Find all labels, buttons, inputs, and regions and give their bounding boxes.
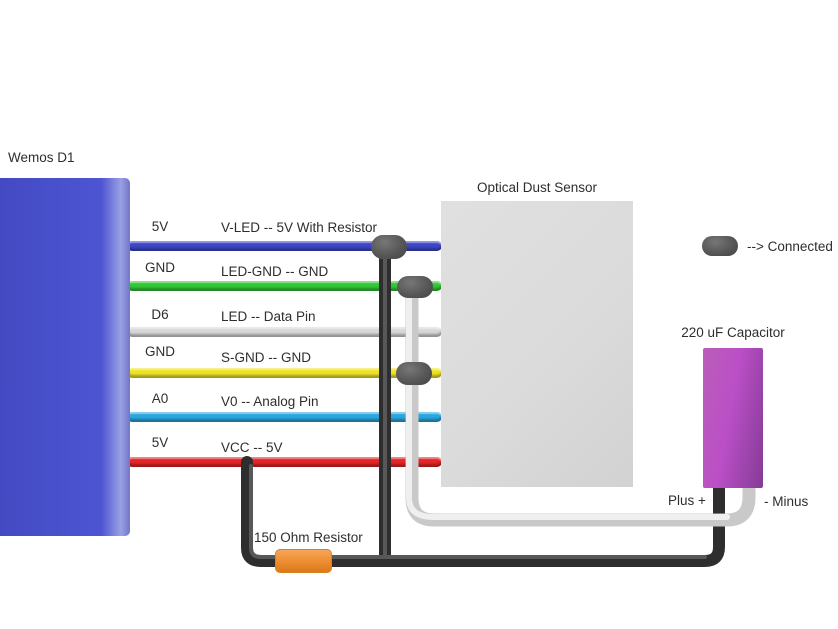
wire-sgnd <box>127 368 442 378</box>
wire-label-vled: V-LED -- 5V With Resistor <box>221 220 378 235</box>
pin-label-d6: D6 <box>151 307 169 322</box>
wire-label-v0-analog: V0 -- Analog Pin <box>221 394 319 409</box>
pin-label-5v-vled: 5V <box>151 219 169 234</box>
resistor-body <box>275 549 332 573</box>
capacitor-label: 220 uF Capacitor <box>681 325 785 340</box>
pin-label-gnd-s: GND <box>145 344 175 359</box>
pin-label-gnd-led: GND <box>145 260 175 275</box>
wire-label-sgnd: S-GND -- GND <box>221 350 311 365</box>
resistor-label: 150 Ohm Resistor <box>254 530 363 545</box>
wire-vcc <box>127 457 442 467</box>
pin-label-a0: A0 <box>151 391 169 406</box>
connector-blob-sgnd <box>396 362 432 385</box>
sensor-label: Optical Dust Sensor <box>476 180 598 195</box>
connector-blob-vled <box>371 235 407 259</box>
wire-label-ledgnd: LED-GND -- GND <box>221 264 329 279</box>
dust-sensor-body <box>441 201 633 487</box>
legend-label: --> Connected <box>747 239 833 254</box>
wire-ledgnd <box>127 281 442 291</box>
legend-connector-icon <box>702 236 738 256</box>
board-label: Wemos D1 <box>8 150 75 165</box>
capacitor-body <box>703 348 763 488</box>
wemos-board <box>0 178 130 536</box>
pin-label-5v-vcc: 5V <box>151 435 169 450</box>
wire-led-data <box>127 327 442 337</box>
wire-label-vcc: VCC -- 5V <box>221 440 283 455</box>
capacitor-minus-label: - Minus <box>764 494 809 509</box>
wire-v0-analog <box>127 412 442 422</box>
wire-vled <box>127 241 442 251</box>
capacitor-plus-label: Plus + <box>668 493 706 508</box>
wire-label-led-data: LED -- Data Pin <box>221 309 316 324</box>
connector-blob-ledgnd <box>397 276 433 298</box>
